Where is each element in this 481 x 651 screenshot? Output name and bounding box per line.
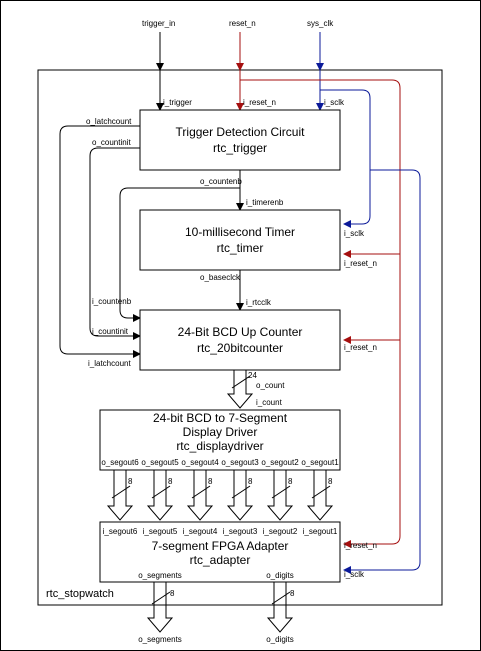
digits-bus-width: 8 bbox=[290, 589, 295, 598]
seg-bus-2 bbox=[266, 470, 294, 521]
seg-bus-4 bbox=[186, 470, 214, 521]
out-digits-label: o_digits bbox=[266, 635, 294, 644]
reset-n-label: reset_n bbox=[229, 19, 256, 28]
adapter-o-segments: o_segments bbox=[138, 571, 182, 580]
display-name: rtc_displaydriver bbox=[176, 439, 263, 453]
timer-i-timerenb: i_timerenb bbox=[246, 198, 284, 207]
counter-i-rtcclk: i_rtcclk bbox=[246, 298, 272, 307]
seg-bus-3 bbox=[226, 470, 254, 521]
display-out-6: o_segout6 bbox=[101, 458, 139, 467]
sys-clk-label: sys_clk bbox=[307, 19, 334, 28]
counter-i-count: i_count bbox=[256, 398, 283, 407]
timer-block bbox=[139, 209, 341, 271]
display-out-1: o_segout1 bbox=[301, 458, 339, 467]
seg-bus-5-slash bbox=[151, 485, 171, 499]
reset-bus-wire bbox=[240, 79, 401, 548]
segment-buses: 8 8 8 8 8 8 bbox=[106, 470, 334, 521]
trigger-i-trigger: i_trigger bbox=[163, 98, 192, 107]
seg-bus-6-slash bbox=[111, 485, 131, 499]
counter-block bbox=[139, 309, 341, 371]
clk-to-adapter-wire bbox=[343, 169, 421, 574]
trigger-i-sclk: i_sclk bbox=[324, 98, 345, 107]
seg-bus-1-slash bbox=[311, 485, 331, 499]
timer-name: rtc_timer bbox=[217, 241, 264, 255]
seg-bus-1 bbox=[306, 470, 334, 521]
adapter-in-1: i_segout1 bbox=[303, 527, 338, 536]
seg-bus-6-width: 8 bbox=[128, 477, 133, 486]
counter-i-countinit: i_countinit bbox=[92, 327, 129, 336]
trigger-block bbox=[139, 109, 341, 171]
adapter-block bbox=[99, 521, 341, 583]
seg-bus-4-width: 8 bbox=[208, 477, 213, 486]
counter-name: rtc_20bitcounter bbox=[197, 341, 283, 355]
display-out-5: o_segout5 bbox=[141, 458, 179, 467]
display-block bbox=[99, 409, 341, 471]
digits-bus-slash bbox=[271, 591, 291, 605]
countenb-to-counter-wire bbox=[119, 187, 240, 322]
adapter-in-6: i_segout6 bbox=[103, 527, 138, 536]
timer-i-sclk: i_sclk bbox=[344, 229, 365, 238]
adapter-in-2: i_segout2 bbox=[263, 527, 298, 536]
wrapper-name: rtc_stopwatch bbox=[46, 588, 114, 600]
trigger-o-latchcount: o_latchcount bbox=[86, 117, 132, 126]
display-out-4: o_segout4 bbox=[181, 458, 219, 467]
adapter-o-digits: o_digits bbox=[266, 571, 294, 580]
timer-o-baseclck: o_baseclck bbox=[200, 273, 241, 282]
latchcount-wire bbox=[59, 125, 141, 358]
count-bus-arrow bbox=[226, 370, 254, 409]
adapter-in-5: i_segout5 bbox=[143, 527, 178, 536]
adapter-i-sclk: i_sclk bbox=[344, 570, 365, 579]
count-bus-slash bbox=[231, 375, 251, 389]
timer-title: 10-millisecond Timer bbox=[185, 225, 295, 239]
seg-bus-5-width: 8 bbox=[168, 477, 173, 486]
adapter-in-4: i_segout4 bbox=[183, 527, 218, 536]
segments-bus-arrow bbox=[146, 582, 174, 633]
counter-i-reset-n: i_reset_n bbox=[344, 343, 377, 352]
clk-to-timer-wire bbox=[320, 89, 371, 228]
trigger-i-reset-n: i_reset_n bbox=[243, 98, 276, 107]
segments-bus-slash bbox=[151, 591, 171, 605]
display-title-1: 24-bit BCD to 7-Segment bbox=[153, 411, 288, 425]
display-title-2: Display Driver bbox=[183, 425, 258, 439]
trigger-title: Trigger Detection Circuit bbox=[176, 125, 306, 139]
trigger-o-countinit: o_countinit bbox=[92, 138, 131, 147]
trigger-o-countenb: o_countenb bbox=[200, 177, 242, 186]
seg-bus-4-slash bbox=[191, 485, 211, 499]
timer-i-reset-n: i_reset_n bbox=[344, 259, 377, 268]
counter-i-latchcount: i_latchcount bbox=[88, 359, 131, 368]
counter-i-countenb: i_countenb bbox=[92, 297, 132, 306]
adapter-name: rtc_adapter bbox=[190, 553, 251, 567]
trigger-name: rtc_trigger bbox=[213, 141, 267, 155]
display-out-2: o_segout2 bbox=[261, 458, 299, 467]
seg-bus-5 bbox=[146, 470, 174, 521]
trigger-in-label: trigger_in bbox=[142, 19, 175, 28]
seg-bus-1-width: 8 bbox=[328, 477, 333, 486]
display-out-3: o_segout3 bbox=[221, 458, 259, 467]
seg-bus-2-slash bbox=[271, 485, 291, 499]
counter-title: 24-Bit BCD Up Counter bbox=[178, 325, 303, 339]
seg-bus-2-width: 8 bbox=[288, 477, 293, 486]
seg-bus-6 bbox=[106, 470, 134, 521]
out-segments-label: o_segments bbox=[138, 635, 182, 644]
adapter-in-3: i_segout3 bbox=[223, 527, 258, 536]
digits-bus-arrow bbox=[266, 582, 294, 633]
segments-bus-width: 8 bbox=[170, 589, 175, 598]
counter-o-count: o_count bbox=[256, 381, 285, 390]
countinit-wire bbox=[89, 147, 141, 340]
adapter-title: 7-segment FPGA Adapter bbox=[152, 539, 289, 553]
counter-bus-width: 24 bbox=[248, 371, 257, 380]
seg-bus-3-slash bbox=[231, 485, 251, 499]
adapter-i-reset-n: i_reset_n bbox=[344, 541, 377, 550]
seg-bus-3-width: 8 bbox=[248, 477, 253, 486]
